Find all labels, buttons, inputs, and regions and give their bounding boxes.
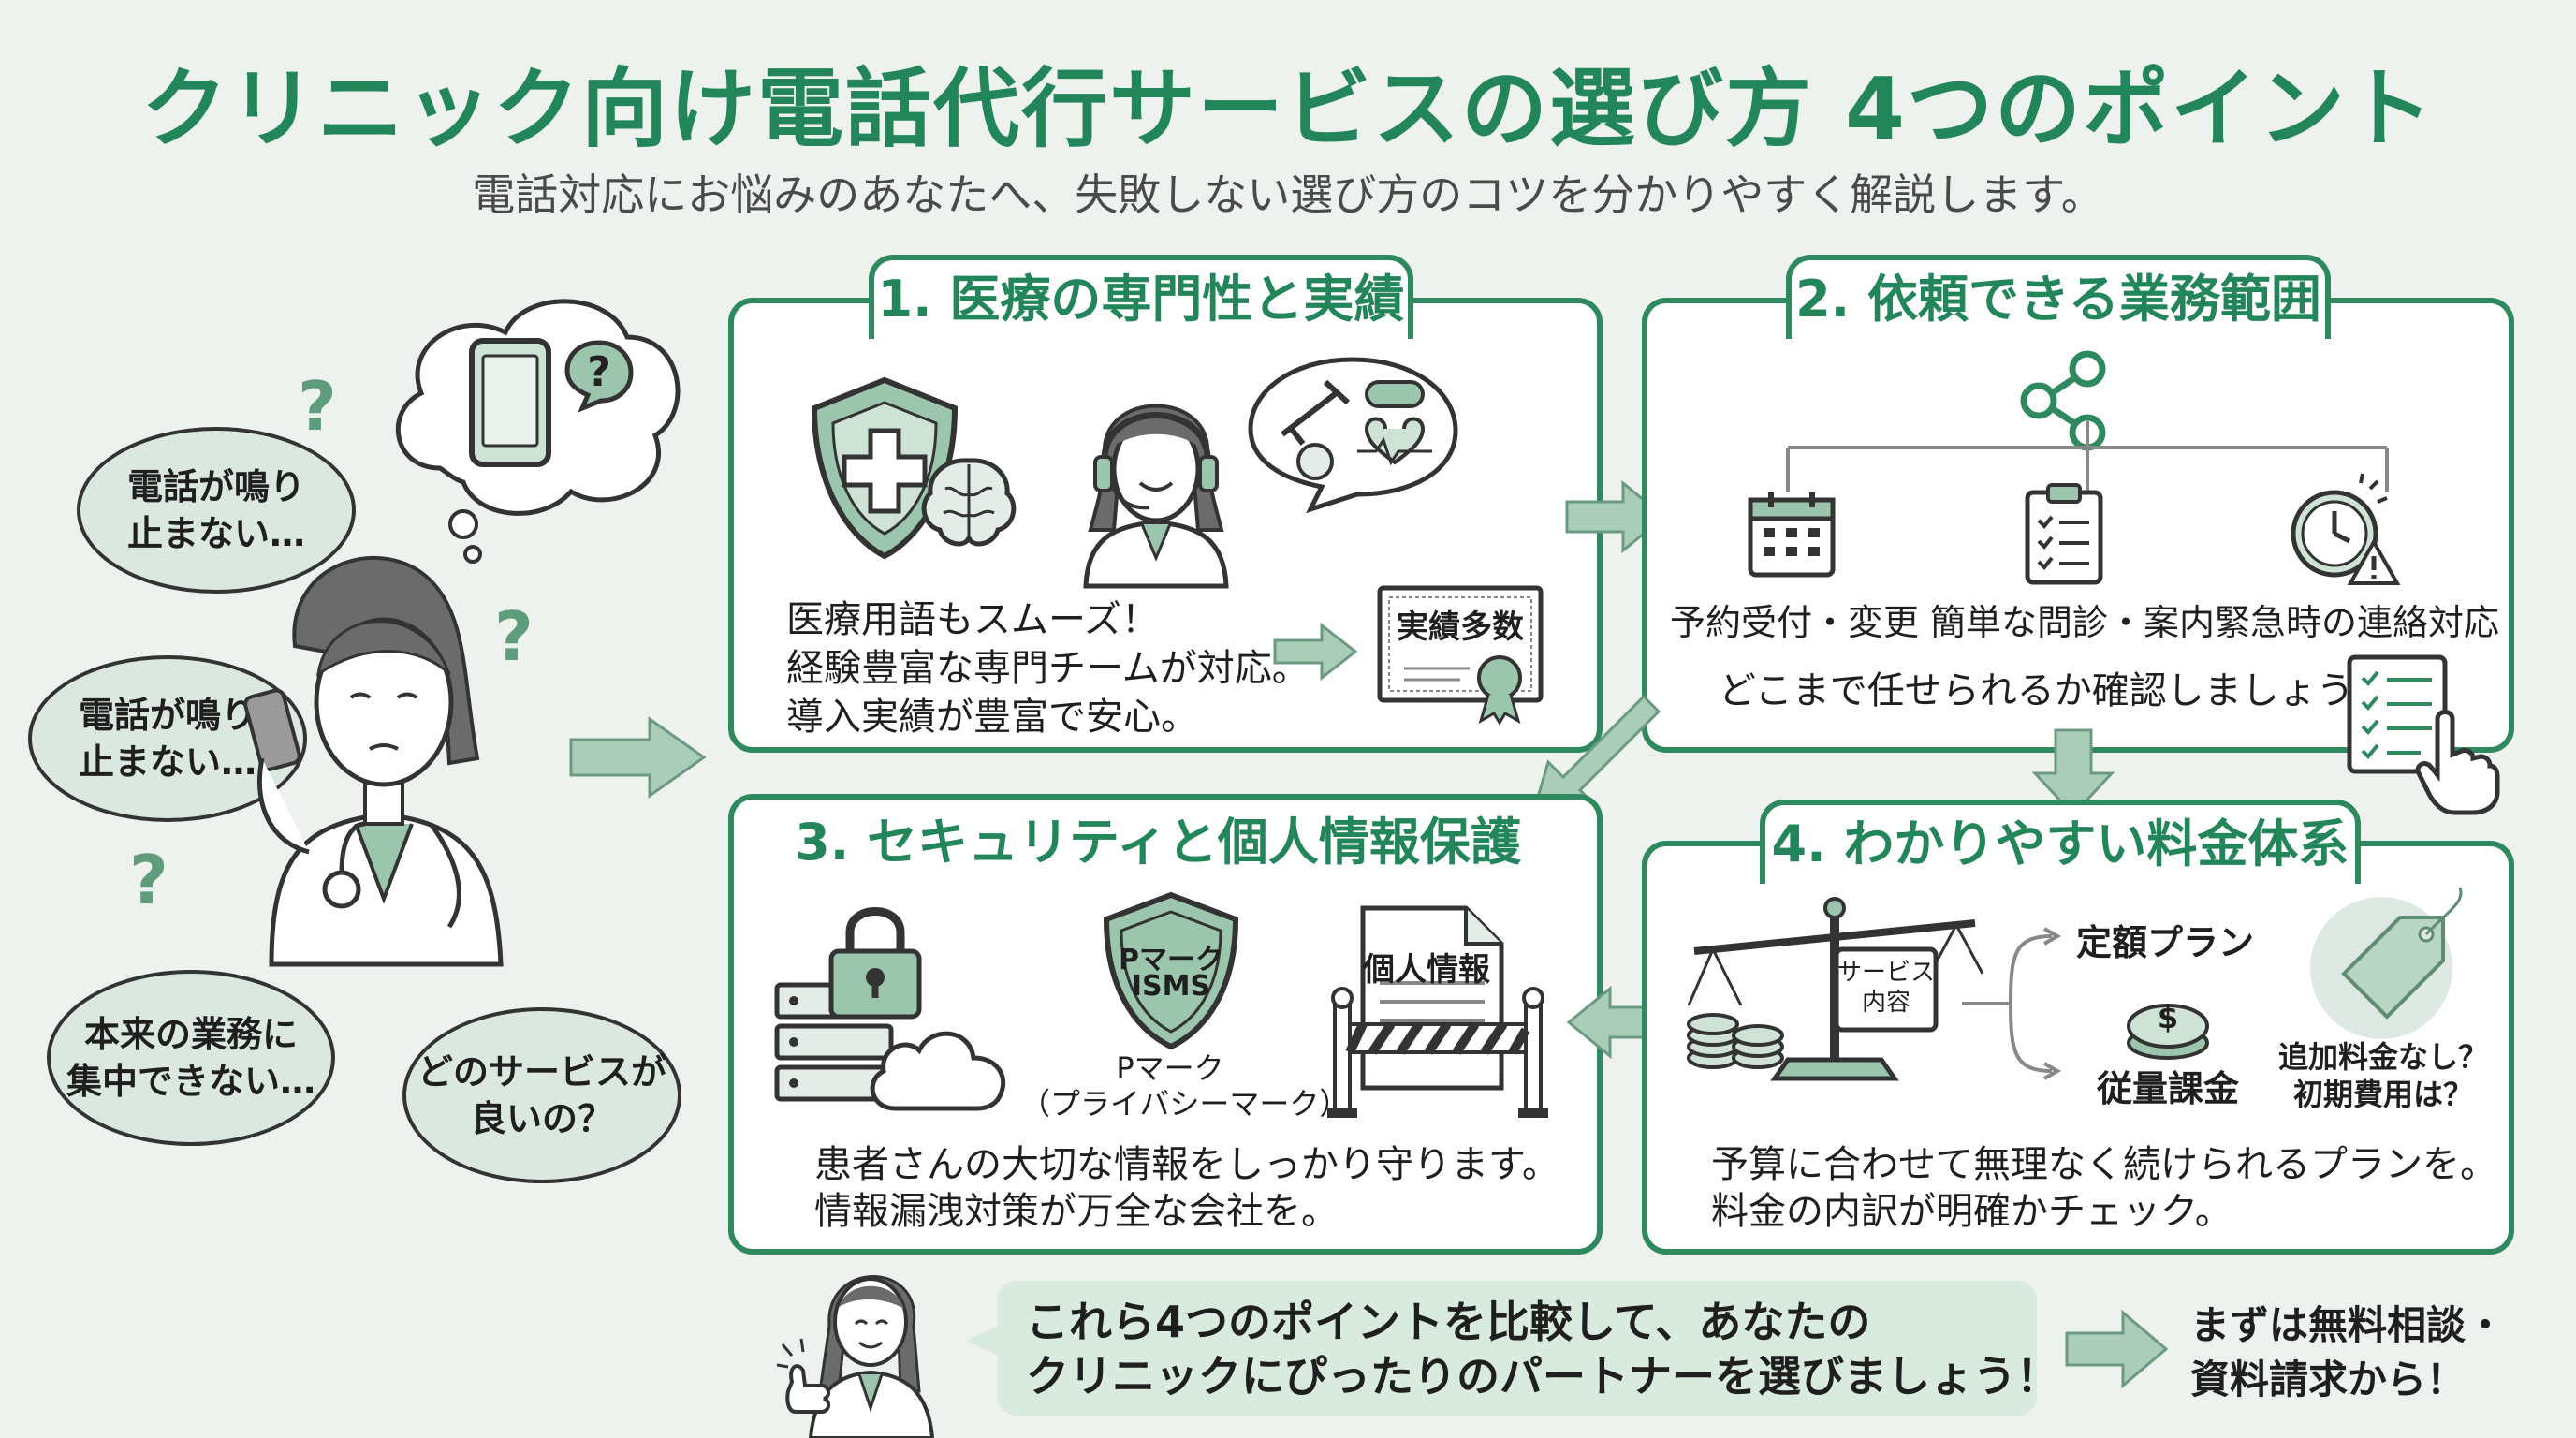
question-mark-3: ? <box>129 841 168 919</box>
panel-2-title: 2. 依頼できる業務範囲 <box>1786 255 2331 339</box>
price-tag-icon <box>2310 887 2463 1039</box>
badge-caption-2: （プライバシーマーク） <box>1020 1086 1350 1122</box>
badge-text-1: Pマーク <box>1119 944 1223 976</box>
coin-symbol: $ <box>2157 1000 2179 1035</box>
cta-line-1[interactable]: まずは無料相談・ <box>2190 1302 2506 1348</box>
arrow-icon <box>2065 1309 2169 1389</box>
scale-label-1: サービス <box>1837 959 1935 987</box>
calendar-icon <box>1748 492 1836 578</box>
service-item-2: 簡単な問診・案内 <box>1930 602 2216 643</box>
panel-1-line-3: 導入実績が豊富で安心。 <box>786 696 1198 739</box>
arrow-icon <box>2031 728 2115 817</box>
hand-pointer-icon <box>2415 710 2500 815</box>
panel-1-title: 1. 医療の専門性と実績 <box>869 255 1413 339</box>
clipboard-icon <box>2025 483 2103 585</box>
footer-message-box <box>998 1281 2037 1416</box>
footer-line-2: クリニックにぴったりのパートナーを選びましょう！ <box>1026 1351 2059 1401</box>
footer-bubble-tail <box>966 1324 1002 1357</box>
certificate-icon <box>1377 585 1544 726</box>
shield-cross-icon <box>811 376 959 560</box>
tree-connector <box>1786 421 2389 492</box>
panel-3-title: 3. セキュリティと個人情報保護 <box>795 813 1521 872</box>
lock-icon <box>828 907 922 1020</box>
page-title: クリニック向け電話代行サービスの選び方 4つのポイント <box>140 59 2436 159</box>
brain-icon <box>921 458 1017 547</box>
smartphone-icon <box>469 338 551 467</box>
scale-label-2: 内容 <box>1861 989 1910 1017</box>
panel-3-line-2: 情報漏洩対策が万全な会社を。 <box>814 1190 1339 1233</box>
warning-icon <box>2347 537 2401 585</box>
panel-4-line-1: 予算に合わせて無理なく続けられるプランを。 <box>1711 1143 2497 1186</box>
arrow-icon <box>569 716 707 799</box>
share-icon <box>2020 350 2106 451</box>
coin-icon <box>2127 1004 2209 1060</box>
coins-icon <box>1687 1013 1784 1069</box>
badge-caption-1: Pマーク <box>1116 1050 1224 1086</box>
svg-text:?: ? <box>587 348 611 396</box>
arrow-icon <box>1273 622 1358 682</box>
cta-line-2[interactable]: 資料請求から！ <box>2190 1357 2466 1402</box>
branch-connector <box>1962 927 2062 1080</box>
panel-1-line-1: 医療用語もスムーズ！ <box>786 598 1159 641</box>
barrier-icon <box>1327 987 1548 1118</box>
question-icon: ? <box>564 340 634 413</box>
service-item-1: 予約受付・変更 <box>1670 602 1920 643</box>
certificate-label: 実績多数 <box>1397 609 1524 646</box>
badge-shield-icon <box>1103 891 1239 1050</box>
worry-bubble-3: 本来の業務に 集中できない… <box>47 970 335 1146</box>
question-mark-2: ? <box>494 597 534 676</box>
panel-4-title: 4. わかりやすい料金体系 <box>1760 800 2361 884</box>
cloud-icon <box>870 1031 1006 1111</box>
footer-line-1: これら4つのポイントを比較して、あなたの <box>1026 1297 1871 1347</box>
worry-bubble-4: どのサービスが 良いの？ <box>402 1007 681 1183</box>
extra-fee-line-2: 初期費用は？ <box>2292 1077 2473 1112</box>
question-mark-1: ? <box>298 367 337 446</box>
panel-2-note: どこまで任せられるか確認しましょう。 <box>1719 669 2390 712</box>
operator-icon <box>1083 404 1229 589</box>
extra-fee-line-1: 追加料金なし？ <box>2277 1039 2488 1075</box>
service-box-icon <box>1834 946 1939 1033</box>
panel-1-line-2: 経験豊富な専門チームが対応。 <box>786 647 1310 690</box>
worry-bubble-1: 電話が鳴り 止まない… <box>77 427 356 594</box>
badge-text-2: ISMS <box>1131 970 1211 1003</box>
page-subtitle: 電話対応にお悩みのあなたへ、失敗しない選び方のコツを分かりやすく解説します。 <box>472 169 2104 220</box>
document-label: 個人情報 <box>1363 951 1490 989</box>
panel-4-line-2: 料金の内訳が明確かチェック。 <box>1711 1190 2232 1233</box>
plan-usage: 従量課金 <box>2096 1068 2239 1109</box>
panel-3-line-1: 患者さんの大切な情報をしっかり守ります。 <box>814 1143 1559 1186</box>
clock-icon <box>2291 473 2388 578</box>
worried-doctor-icon <box>243 556 504 967</box>
plan-fixed: 定額プラン <box>2076 922 2255 963</box>
medicine-icon <box>1248 357 1458 514</box>
thumbs-up-doctor-icon <box>776 1275 935 1438</box>
service-item-3: 緊急時の連絡対応 <box>2215 602 2500 643</box>
